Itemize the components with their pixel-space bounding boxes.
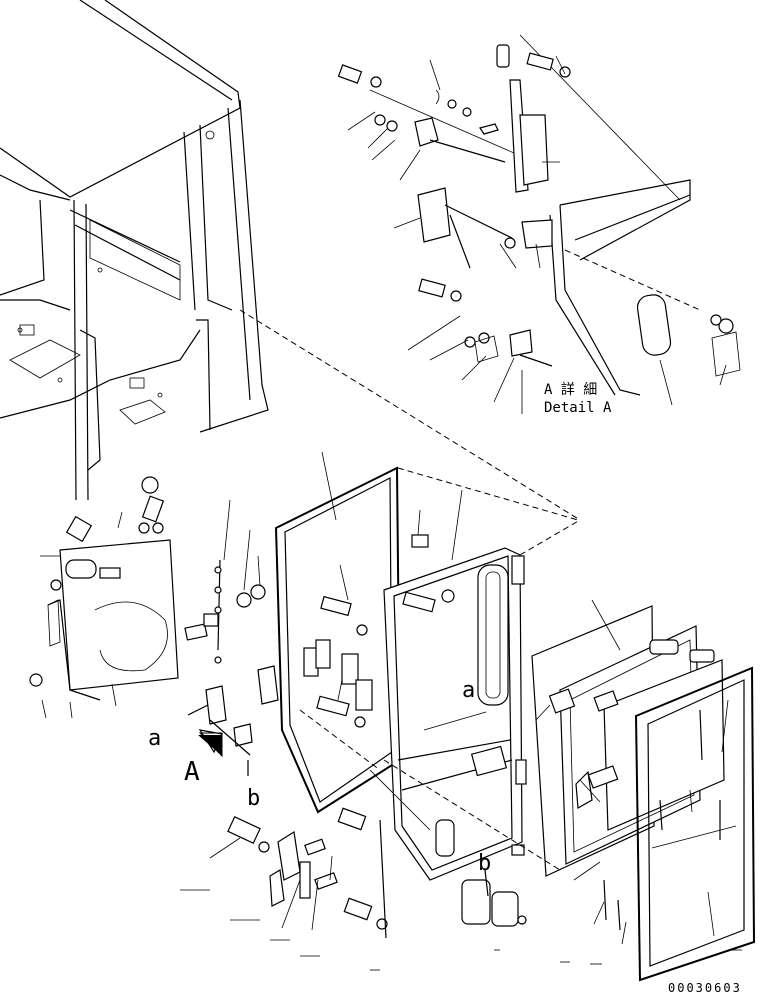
view-arrow-a: [198, 732, 223, 758]
cab-frame: [0, 0, 581, 521]
callout-b-right: b: [478, 851, 491, 876]
labels: A 詳 細 Detail A a a b b A 00030603: [148, 382, 742, 995]
right-window-assembly: [531, 599, 756, 982]
latch-mechanism: [184, 499, 279, 776]
view-a-label: A: [184, 757, 200, 787]
left-door-panel: [29, 476, 179, 719]
door-glass-frame: [274, 451, 579, 814]
callout-b-left: b: [247, 786, 260, 811]
detail-a-assembly: [337, 34, 741, 414]
detail-a-title-jp: A 詳 細: [544, 382, 597, 398]
lower-brackets: [209, 807, 388, 939]
callout-a-left: a: [148, 726, 161, 751]
main-door: [369, 489, 527, 927]
callout-a-right: a: [462, 678, 475, 703]
detail-a-title-en: Detail A: [544, 400, 612, 416]
connector-lines: [180, 519, 742, 971]
drawing-number: 00030603: [668, 981, 742, 995]
